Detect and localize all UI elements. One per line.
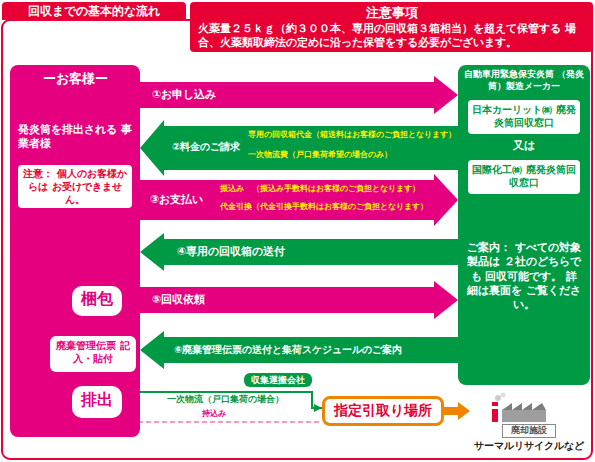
node-heading: 国際化工㈱ 廃発炎筒回収窓口 (472, 163, 576, 189)
node-heading: 廃棄管理伝票 記入・貼付 (53, 339, 133, 365)
node-heading: 自動車用緊急保安炎筒 （発炎筒）製造メーカー (462, 69, 586, 92)
route-line (122, 421, 322, 423)
flow-arrow (140, 174, 458, 226)
customer-panel: ーお客様ー発炎筒を排出される 事業者様注意： 個人のお客様からは お受けできませ… (10, 65, 140, 437)
arrow-label: ①お申し込み (150, 88, 218, 102)
node-text: サーマルリサイクルなど (470, 439, 588, 452)
node-heading: 注意事項 (198, 5, 585, 22)
outer-frame (2, 20, 592, 459)
arrow-band (140, 233, 458, 271)
flow-arrow (140, 120, 458, 176)
node-text: ご案内： すべての対象製品は ２社のどちらでも 回収可能です。 詳細は裏面を ご… (466, 241, 582, 312)
fee-note: 振込み （振込み手数料はお客様のご負担となります） (220, 184, 420, 193)
flow-arrow (122, 422, 322, 423)
arrow-label: 一次物流（戸口集荷の場合） (165, 394, 286, 405)
arrow-band (140, 120, 458, 176)
flow-arrow (444, 402, 470, 420)
route-line (122, 392, 322, 408)
flow-arrow (140, 76, 458, 114)
flow-arrow (140, 331, 458, 369)
node-heading: 梱包 (74, 289, 120, 310)
arrow-band (140, 281, 458, 319)
fee-note: 一次物流費（戸口集荷希望の場合のみ） (248, 150, 392, 159)
step-box: 梱包 (72, 286, 122, 316)
maker-panel: 自動車用緊急保安炎筒 （発炎筒）製造メーカーご案内： すべての対象製品は ２社の… (458, 65, 590, 385)
node-heading: 廃却施設 (502, 424, 556, 438)
arrow-label: 持込み (200, 409, 228, 419)
fee-note: 専用の回収箱代金（箱送料はお客様のご負担となります） (248, 130, 456, 139)
fee-note: 代金引換（代金引換手数料はお客様のご負担となります） (220, 202, 428, 211)
arrow-label: ②料金のご請求 (170, 141, 242, 154)
arrow-band (140, 76, 458, 114)
flow-arrow (140, 233, 458, 271)
or-label: 又は (513, 139, 535, 153)
arrow-band (140, 174, 458, 226)
node-heading: 収集運搬会社 (247, 373, 309, 387)
carrier-tag: 収集運搬会社 (244, 373, 312, 387)
arrow-label: ⑥廃棄管理伝票の送付と集荷スケジュールのご案内 (172, 344, 404, 357)
step-box: 廃棄管理伝票 記入・貼付 (50, 336, 136, 372)
arrow-head (314, 404, 322, 412)
arrow-label: ④専用の回収箱の送付 (175, 245, 287, 259)
arrow-band (140, 331, 458, 369)
step-box: 排出 (72, 386, 122, 418)
node-heading: ーお客様ー (10, 71, 140, 88)
flow-arrow (140, 281, 458, 319)
pickup-box: 指定引取り場所 (322, 396, 444, 426)
company-box: 国際化工㈱ 廃発炎筒回収窓口 (468, 160, 580, 194)
title-tab: 回収までの基本的な流れ (2, 2, 186, 20)
factory-icon (492, 393, 546, 423)
arrow-band (444, 402, 470, 420)
node-heading: 排出 (74, 390, 120, 411)
caution-box: 注意事項火薬量２５ｋｇ（約３００本、専用の回収箱３箱相当）を超えて保管する 場合… (190, 2, 593, 52)
node-text: 注意： 個人のお客様からは お受けできません。 (18, 165, 132, 208)
node-text: 火薬量２５ｋｇ（約３００本、専用の回収箱３箱相当）を超えて保管する 場合、火薬類… (198, 22, 585, 49)
node-text: 発炎筒を排出される 事業者様 (18, 123, 132, 152)
node-heading: 指定引取り場所 (328, 401, 438, 419)
company-box: 日本カーリット㈱ 廃発炎筒回収窓口 (468, 100, 580, 134)
disposal-facility: 廃却施設サーマルリサイクルなど (470, 396, 588, 456)
arrow-label: ⑤回収依頼 (150, 293, 207, 307)
node-heading: 日本カーリット㈱ 廃発炎筒回収窓口 (472, 103, 576, 129)
arrow-label: ③お支払い (148, 193, 205, 207)
